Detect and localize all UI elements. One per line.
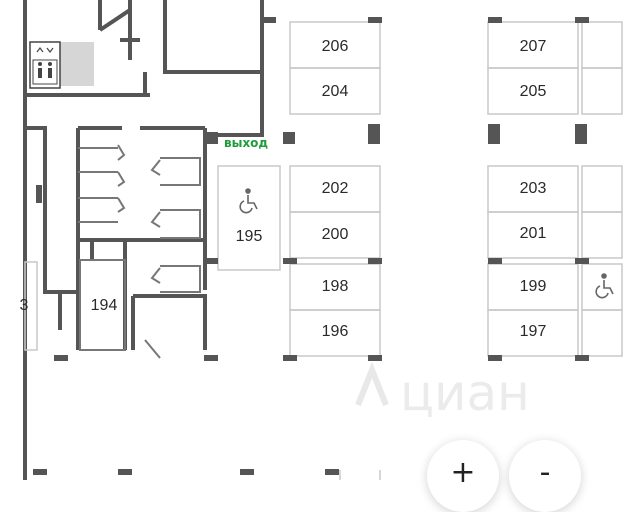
spot-label[interactable]: 195 [236, 228, 263, 245]
parking-spots [24, 21, 623, 480]
spot-label[interactable]: 197 [520, 323, 547, 340]
zoom-in-button[interactable]: + [427, 440, 499, 512]
spot-label[interactable]: 204 [322, 83, 349, 100]
wheelchair-icon [595, 273, 614, 299]
spot-label[interactable]: 202 [322, 180, 349, 197]
wheelchair-icon [239, 188, 258, 214]
spot-label[interactable]: 198 [322, 278, 349, 295]
spot-label[interactable]: 205 [520, 83, 547, 100]
floor-plan-map[interactable]: циан выход 206 204 207 205 202 200 203 2… [0, 0, 640, 480]
spot-label[interactable]: 206 [322, 38, 349, 55]
spot-label[interactable]: 201 [520, 225, 547, 242]
watermark: циан [355, 361, 530, 422]
restroom-stalls [78, 144, 201, 359]
watermark-text: циан [400, 364, 530, 422]
pillars [33, 17, 589, 475]
zoom-out-button[interactable]: - [509, 440, 581, 512]
spot-label[interactable]: 207 [520, 38, 547, 55]
elevator-icon [29, 41, 94, 89]
spot-label[interactable]: 196 [322, 323, 349, 340]
spot-labels: 206 204 207 205 202 200 203 201 198 196 … [20, 38, 547, 340]
spot-label[interactable]: 200 [322, 226, 349, 243]
spot-label-partial: 3 [20, 297, 29, 314]
spot-label[interactable]: 194 [91, 297, 118, 314]
spot-label[interactable]: 199 [520, 278, 547, 295]
exit-label: выход [224, 136, 268, 150]
spot-label[interactable]: 203 [520, 180, 547, 197]
